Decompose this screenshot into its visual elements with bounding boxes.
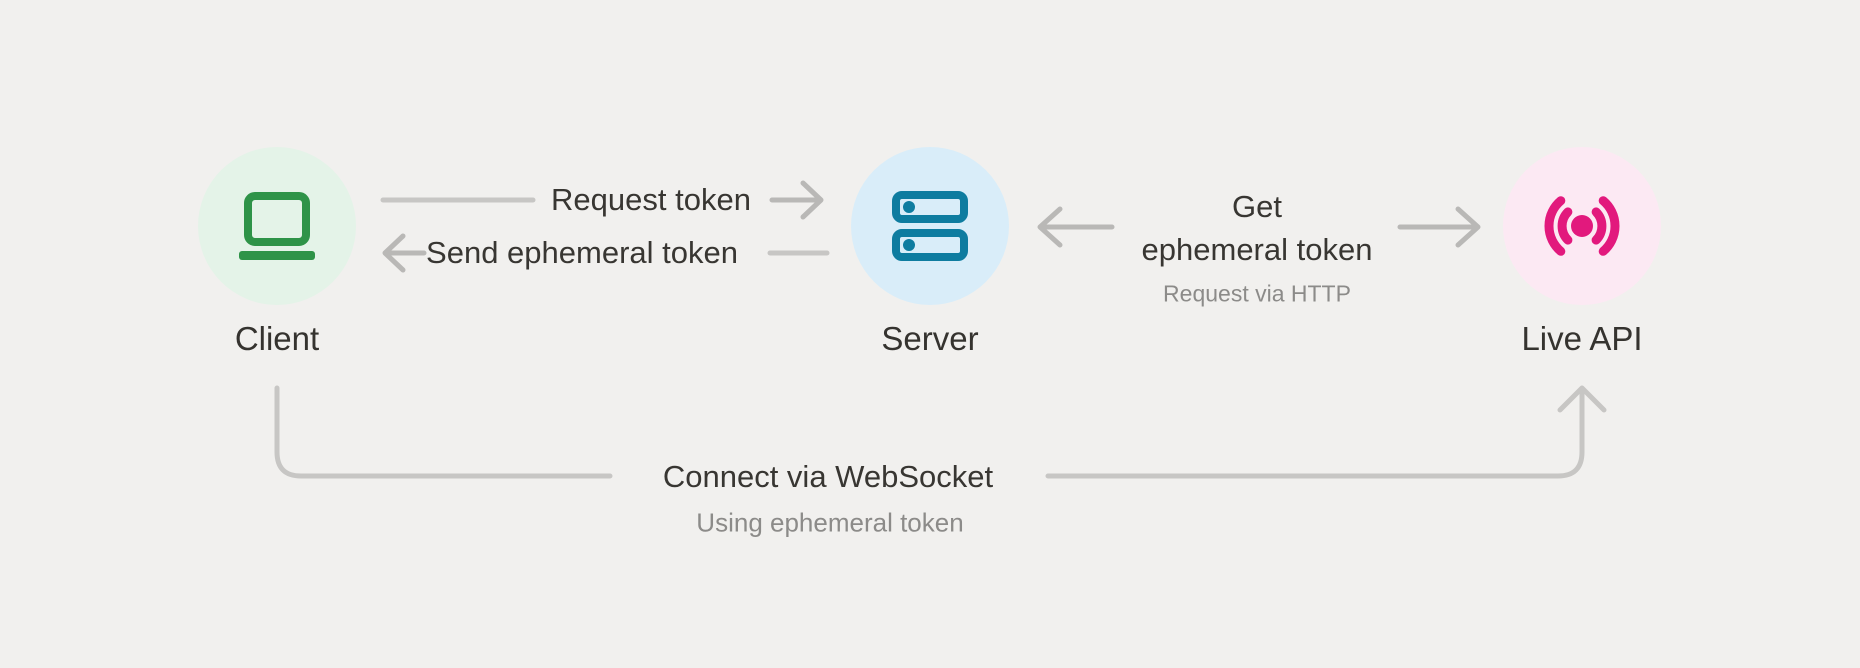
client-bubble [198,147,356,305]
edge-label-connect-websocket: Connect via WebSocket [662,459,994,494]
websocket-connector-right [1045,389,1585,479]
node-server: Server [851,147,1009,358]
edge-sublabel-using-ephemeral-token: Using ephemeral token [696,507,964,538]
node-label-live-api: Live API [1521,320,1643,357]
websocket-connector-left [274,385,613,479]
server-rack-icon [892,191,968,261]
server-bubble [851,147,1009,305]
broadcast-icon [1544,196,1620,256]
live-api-bubble [1503,147,1661,305]
arrow-left-icon [382,233,427,273]
edge-label-line1: Get [1232,189,1282,224]
laptop-icon [239,192,315,260]
arrow-left-icon [1037,206,1115,248]
edge-label-send-ephemeral-token: Send ephemeral token [426,235,738,270]
node-client: Client [198,147,356,358]
arrow-right-icon [1397,206,1481,248]
edge-label-get-ephemeral-token: Get ephemeral token [1142,185,1373,271]
edge-label-line2: ephemeral token [1141,232,1373,267]
edge-sublabel-request-via-http: Request via HTTP [1163,280,1351,307]
node-label-client: Client [234,320,320,357]
node-live-api: Live API [1503,147,1661,358]
node-label-server: Server [881,320,979,357]
edge-label-request-token: Request token [551,182,751,217]
arrow-right-icon [769,180,824,220]
arrow-up-icon [1557,385,1607,413]
